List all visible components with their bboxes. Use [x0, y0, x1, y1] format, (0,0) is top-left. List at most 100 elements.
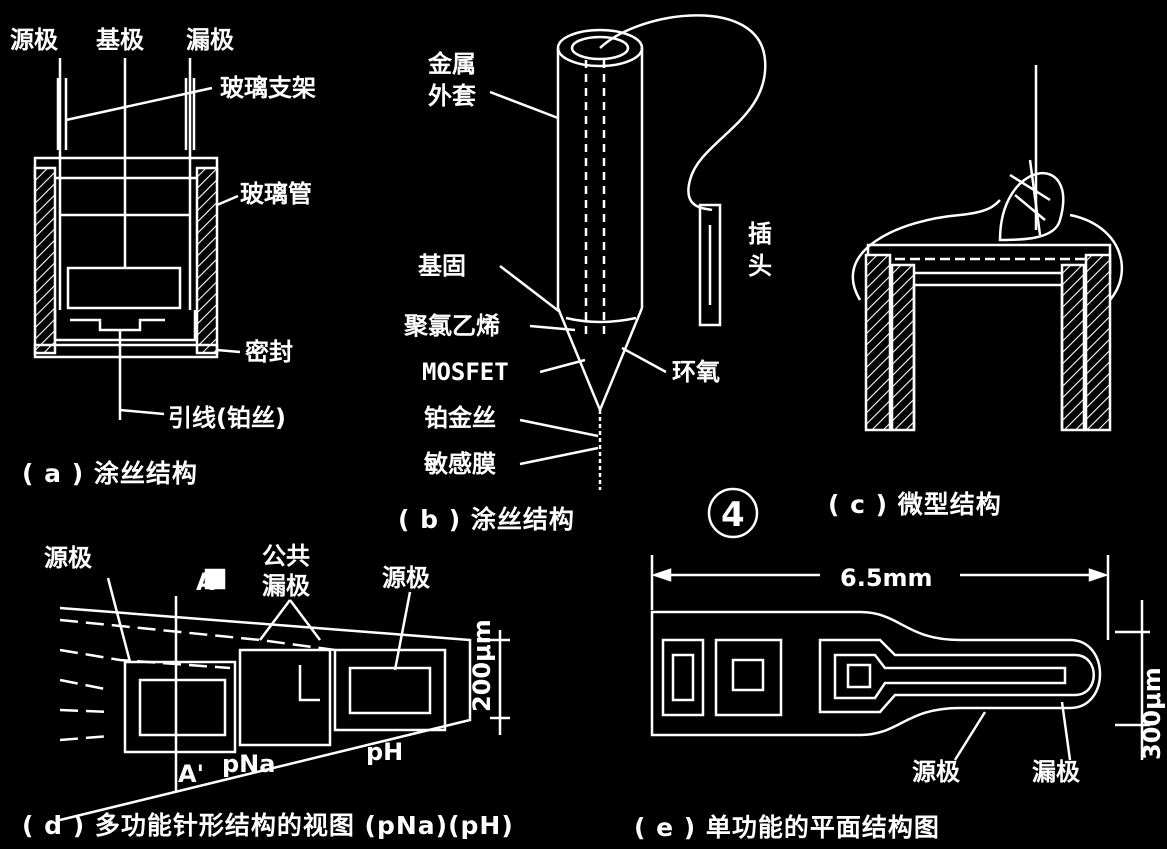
label-seal: 密封: [245, 338, 293, 366]
caption-c: ( c ) 微型结构: [828, 490, 1002, 519]
wall-right-outer: [1084, 253, 1112, 432]
tip-band: [565, 316, 637, 324]
tip-cone: [556, 307, 644, 414]
pad-2-outer: [714, 638, 783, 717]
needle-outline: [59, 606, 472, 822]
panel-b: 金属 外套 插 头 基固 聚氯乙烯 MOSFET 环氧 铂金丝 敏感膜 ( b …: [398, 14, 772, 534]
label-common-2: 漏极: [262, 572, 310, 600]
glass-tube-leader: [216, 194, 239, 207]
mosfet-leader: [539, 358, 586, 374]
base-leader: [499, 265, 561, 313]
panel-e: 6.5mm 300μm 源极 漏极 ( e ) 单功能的平面结构图: [634, 555, 1166, 842]
probe-bead-hatch: [1009, 159, 1051, 236]
label-gate: 基极: [96, 26, 144, 54]
figure-number-circle: [707, 487, 759, 539]
chip-contacts: [70, 318, 165, 332]
pad-1-inner: [671, 653, 695, 702]
seal-cup: [53, 310, 197, 342]
caption-d: ( d ) 多功能针形结构的视图 (pNa)(pH): [22, 811, 514, 840]
pad-1-outer: [661, 638, 705, 717]
needle-hatch-3: [59, 678, 111, 692]
label-drain: 漏极: [1032, 758, 1080, 786]
seal-base: [33, 343, 219, 359]
label-width: 200μm: [468, 619, 496, 712]
gate-region-inner: [833, 653, 1067, 700]
label-epoxy: 环氧: [672, 358, 720, 386]
drop-outline: [851, 199, 1124, 301]
needle-hatch-5: [59, 734, 111, 742]
common-drain-trace: [298, 665, 320, 702]
sheath-leader: [489, 90, 559, 120]
label-connector-2: 头: [748, 252, 772, 280]
gate-core: [846, 663, 872, 689]
label-connector-1: 插: [748, 220, 772, 248]
chip-body: [66, 266, 182, 310]
caption-e: ( e ) 单功能的平面结构图: [634, 813, 940, 842]
label-lead: 引线(铂丝): [168, 404, 286, 432]
gate-region-outer: [818, 638, 1095, 714]
pna-electrode-outer: [123, 660, 237, 754]
label-drain: 漏极: [186, 26, 234, 54]
pad-2-inner: [731, 658, 765, 692]
length-arrow-left: [651, 568, 672, 582]
label-polyethylene: 聚氯乙烯: [403, 312, 500, 340]
glass-tube-wall-left: [33, 166, 57, 355]
panel-c: 4 ( c ) 微型结构: [707, 65, 1124, 539]
probe-bead: [998, 171, 1065, 242]
label-common-1: 公共: [262, 542, 310, 570]
source-leader: [106, 577, 132, 663]
pna-electrode-inner: [138, 678, 227, 737]
panel-d: 源极 公共 漏极 源极 A A' pNa pH 200μm ( d ) 多功能: [22, 542, 514, 840]
cylinder-top-inner: [570, 35, 630, 61]
label-metal-sheath-1: 金属: [427, 50, 476, 78]
wall-right-inner: [1060, 263, 1086, 432]
epoxy-leader: [621, 346, 667, 374]
length-arrow-right: [1088, 568, 1109, 582]
chip-outline: [650, 610, 1102, 737]
seal-leader: [216, 348, 241, 354]
label-width: 300μm: [1138, 667, 1166, 760]
glass-tube-wall-right: [195, 166, 219, 355]
common-drain-pad: [238, 648, 332, 747]
label-pt-wire: 铂金丝: [424, 404, 496, 432]
needle-hatch-4: [59, 708, 111, 714]
lead-leader: [119, 408, 165, 416]
label-A-prime: A': [178, 760, 204, 788]
wall-left-inner: [890, 263, 916, 432]
cursor-box: [204, 568, 226, 590]
label-metal-sheath-2: 外套: [428, 82, 477, 110]
glass-support-leader: [65, 86, 213, 122]
inner-cavity: [912, 283, 1064, 430]
wall-left-outer: [864, 253, 892, 432]
source-leader: [953, 711, 987, 761]
label-mosfet: MOSFET: [422, 358, 509, 386]
label-glass-tube: 玻璃管: [240, 180, 312, 208]
label-glass-support: 玻璃支架: [220, 74, 316, 102]
needle-hatch-1: [59, 618, 336, 652]
needle-hatch-2: [59, 648, 231, 670]
ph-electrode-inner: [348, 666, 432, 715]
connector-plug: [698, 203, 722, 327]
pt-wire-leader: [519, 418, 599, 438]
drain-leader: [1060, 701, 1072, 761]
label-sensitive-film: 敏感膜: [423, 450, 496, 478]
polyethylene-leader: [529, 324, 576, 332]
source-right-leader: [393, 591, 412, 671]
label-source: 源极: [44, 544, 92, 572]
caption-b: ( b ) 涂丝结构: [398, 505, 575, 534]
cable: [599, 14, 767, 212]
label-source-right: 源极: [382, 564, 430, 592]
panel-a: 源极 基极 漏极 玻璃支架 玻璃管 密封 引线(铂丝) ( a ) 涂丝结构: [10, 26, 316, 488]
label-source: 源极: [10, 26, 58, 54]
sensitive-film-leader: [519, 446, 599, 466]
label-length: 6.5mm: [840, 564, 933, 592]
caption-a: ( a ) 涂丝结构: [22, 459, 198, 488]
ph-electrode-outer: [333, 648, 447, 732]
label-pna: pNa: [222, 750, 275, 778]
figure-number: 4: [721, 495, 745, 535]
label-ph: pH: [366, 738, 403, 766]
label-source: 源极: [912, 758, 960, 786]
label-base: 基固: [418, 252, 466, 280]
common-leader: [259, 599, 321, 641]
